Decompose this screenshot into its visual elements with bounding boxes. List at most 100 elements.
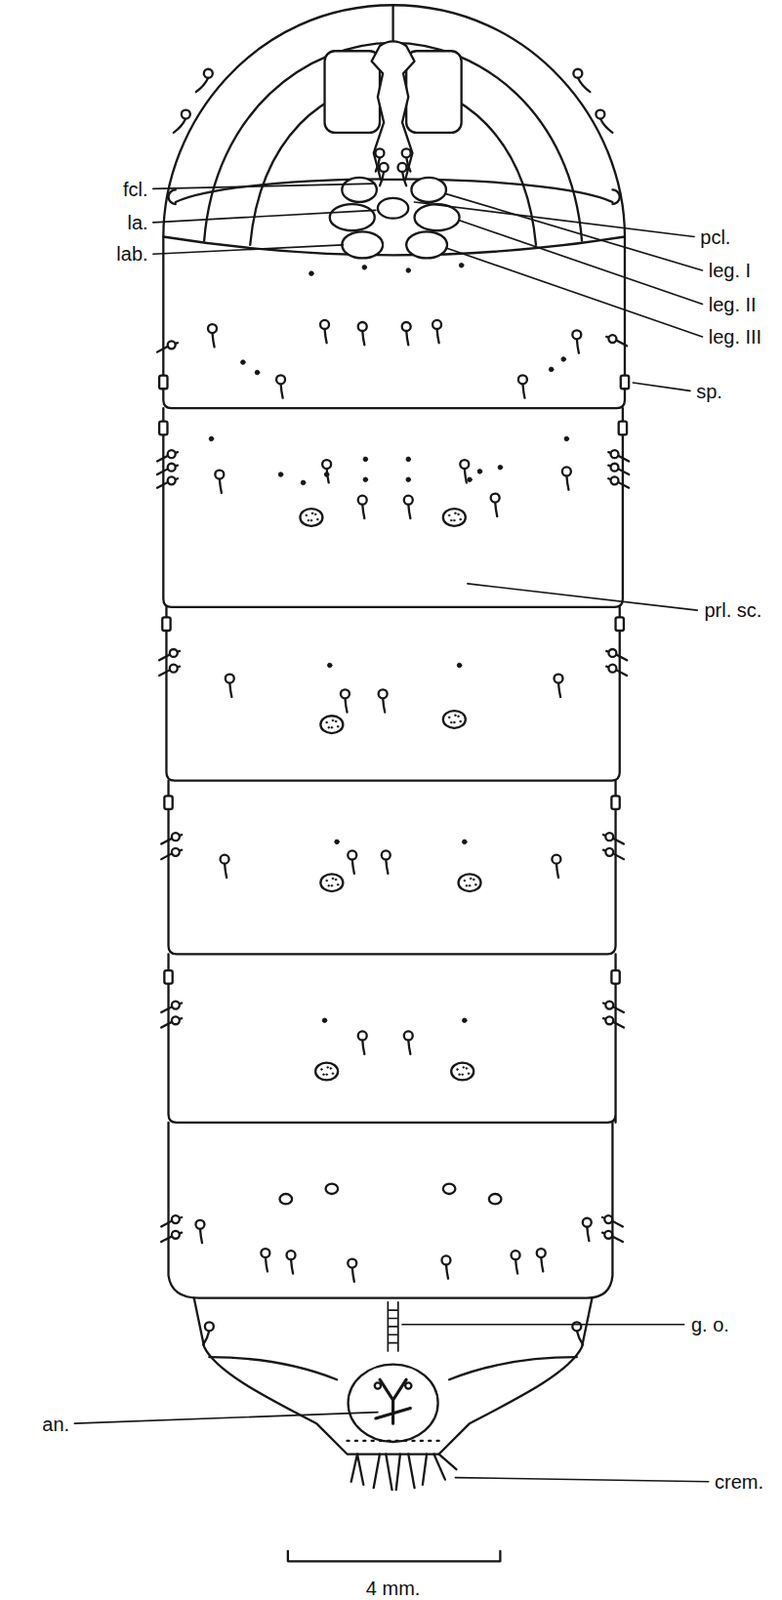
part-label: an.: [41, 1414, 70, 1435]
seta-socket: [432, 320, 442, 330]
seta: [379, 171, 384, 187]
pore-dot: [458, 262, 464, 268]
label-text: fcl.: [123, 178, 149, 201]
pore-dot: [477, 469, 483, 475]
seta: [437, 329, 440, 344]
seta: [325, 329, 328, 344]
seta-socket: [459, 459, 469, 469]
scar-stipple: [469, 877, 472, 880]
part-label: leg. I: [708, 260, 751, 281]
seta: [385, 859, 388, 874]
leg-two: [329, 204, 375, 231]
genital-opening: [387, 1302, 398, 1352]
seta: [344, 698, 347, 713]
seta: [556, 863, 559, 878]
scar-stipple: [323, 1073, 326, 1076]
pore-ring: [443, 1184, 456, 1194]
segment-outline: [163, 408, 623, 608]
part-label: fcl.: [123, 179, 149, 200]
scar-stipple: [328, 726, 330, 729]
scar-stipple: [326, 721, 329, 724]
pore-dot: [278, 472, 284, 478]
seta-socket: [518, 374, 528, 384]
label-text: leg. III: [708, 326, 762, 348]
part-label: crem.: [714, 1472, 764, 1492]
scar-stipple: [311, 512, 314, 515]
seta: [173, 118, 187, 133]
spiracle: [159, 421, 167, 436]
anal-seta: [405, 1382, 412, 1389]
seta: [576, 1330, 583, 1346]
seta: [522, 383, 525, 399]
segment-outline: [165, 607, 619, 782]
terminal-segment: [194, 1298, 593, 1455]
scar-stipple: [462, 1066, 465, 1069]
seta-socket: [402, 322, 412, 331]
seta-socket: [358, 322, 368, 331]
proleg-scar: [320, 873, 343, 892]
lateral-socket: [169, 664, 178, 673]
seta: [558, 682, 561, 698]
label-text: sp.: [696, 380, 723, 403]
scar-stipple: [452, 721, 455, 724]
seta: [352, 1267, 355, 1282]
pore-dot: [241, 360, 247, 366]
seta-socket: [404, 495, 413, 505]
lateral-socket: [605, 1016, 614, 1025]
scar-stipple: [467, 1072, 470, 1075]
seta: [566, 475, 569, 491]
segment-outline: [168, 953, 617, 1122]
seta: [577, 77, 591, 92]
scar-stipple: [453, 714, 456, 717]
label-text: lab.: [116, 243, 148, 265]
part-label: leg. III: [708, 327, 762, 347]
part-label: pcl.: [699, 227, 731, 247]
leg-three: [406, 231, 448, 258]
seta-socket: [358, 1030, 368, 1040]
leader-line: [454, 1478, 708, 1482]
leader-line: [414, 202, 696, 238]
seta: [327, 468, 330, 484]
seta-socket: [195, 1220, 205, 1230]
seta-socket: [205, 1321, 214, 1331]
part-label: lab.: [116, 244, 148, 264]
seta-socket: [358, 495, 368, 505]
leader-line: [153, 245, 343, 254]
seta-socket: [214, 470, 224, 480]
seta: [362, 503, 365, 519]
lateral-socket: [611, 476, 619, 485]
seta: [540, 1257, 543, 1273]
seta: [200, 1229, 203, 1244]
seta-socket: [398, 163, 408, 172]
scar-stipple: [316, 518, 319, 521]
lateral-socket: [171, 1215, 180, 1224]
label-text: pcl.: [699, 226, 731, 248]
leg-two: [414, 204, 460, 231]
scar-stipple: [331, 877, 334, 880]
seta-socket: [204, 69, 213, 79]
pore-dot: [327, 662, 332, 668]
leg-three: [341, 231, 383, 258]
seta: [265, 1257, 268, 1273]
labrum: [377, 198, 409, 219]
lateral-socket: [605, 832, 614, 841]
seta: [196, 77, 209, 92]
pore-dot: [363, 456, 369, 462]
scale-label: 4 mm.: [366, 1578, 421, 1599]
leader-line: [446, 194, 702, 271]
pore-dot: [309, 271, 315, 277]
scar-stipple: [468, 884, 471, 887]
leader-line: [74, 1412, 378, 1424]
seta: [576, 338, 579, 354]
label-text: la.: [126, 211, 148, 234]
median-line: [391, 4, 394, 42]
seta: [600, 118, 614, 133]
leader-line: [632, 382, 691, 391]
seta-socket: [375, 148, 385, 158]
seta-socket: [402, 148, 412, 158]
seta-socket: [595, 110, 605, 120]
label-text: leg. II: [708, 293, 757, 316]
segment-outline: [168, 781, 617, 955]
scar-stipple: [330, 884, 333, 887]
pore-dot: [406, 268, 412, 274]
